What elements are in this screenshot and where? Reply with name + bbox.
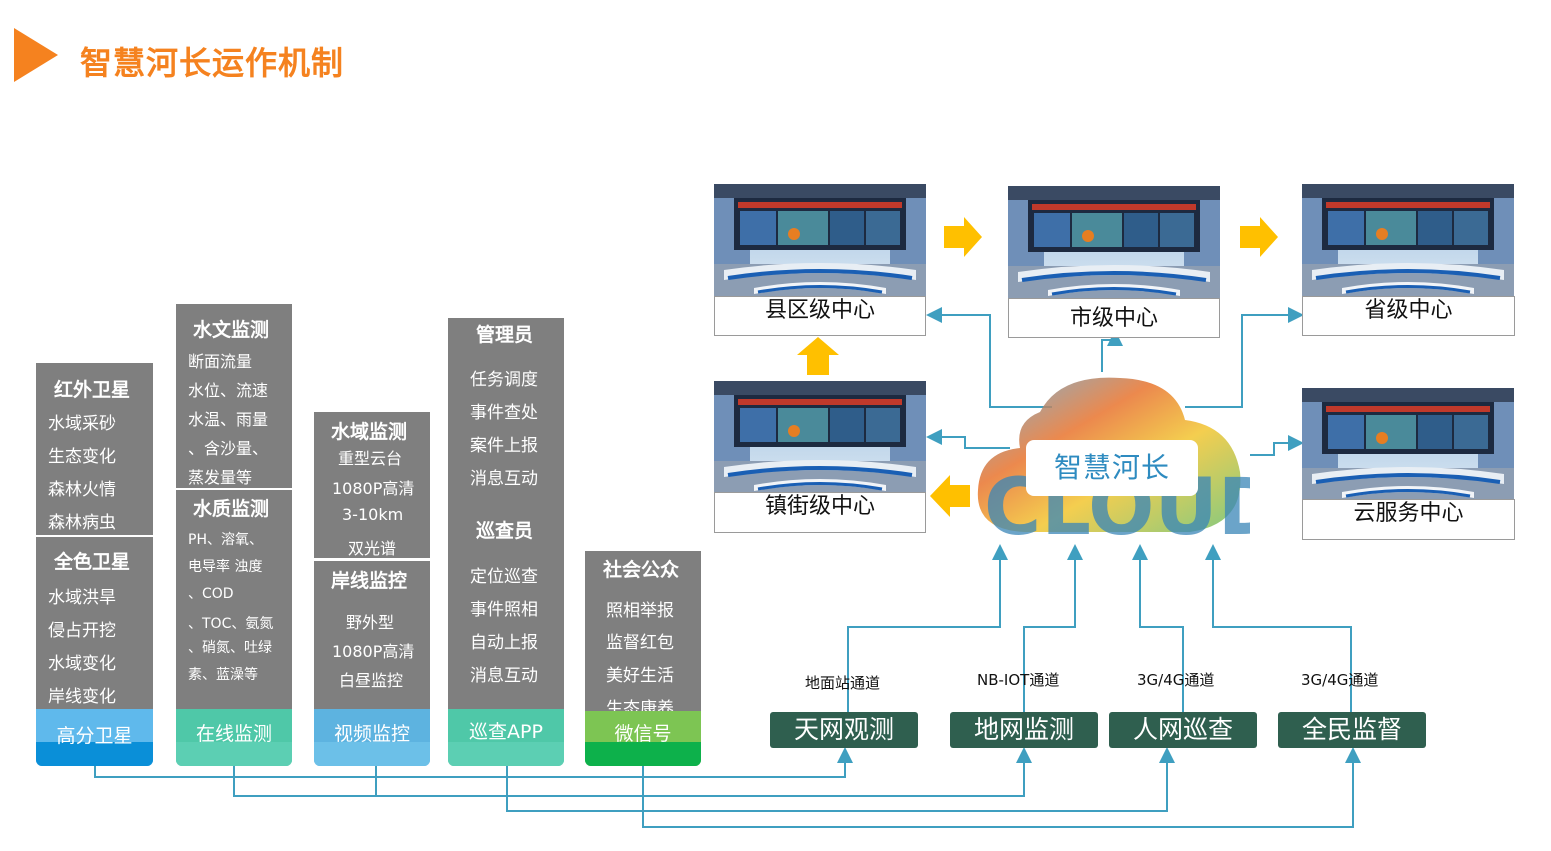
tab-label: 视频监控 — [333, 723, 410, 745]
column-item: 消息互动 — [470, 666, 538, 686]
ground-net-button[interactable]: 地网监测 — [950, 712, 1098, 748]
column-item: 任务调度 — [470, 370, 538, 390]
column-item: 自动上报 — [470, 633, 538, 653]
sky-net-button[interactable]: 天网观测 — [770, 712, 918, 748]
channel-label: 3G/4G通道 — [1301, 671, 1379, 689]
column-item: 生态变化 — [48, 447, 116, 467]
column-item: 野外型 — [346, 613, 395, 632]
tab-label: 高分卫星 — [56, 725, 133, 747]
hydrology-heading: 水文监测 — [193, 319, 270, 341]
column-item: 森林火情 — [48, 480, 116, 500]
column-item: 、TOC、氨氮 — [188, 616, 274, 632]
control-room-photo — [714, 184, 926, 296]
water-quality-heading: 水质监测 — [193, 498, 270, 520]
page-title: 智慧河长运作机制 — [80, 44, 345, 82]
column-item: PH、溶氧、 — [188, 532, 263, 548]
manager-heading: 管理员 — [476, 324, 534, 346]
column-item: 电导率 浊度 — [188, 559, 263, 575]
column-item: 3-10km — [342, 505, 404, 524]
panchromatic-satellite-heading: 全色卫星 — [54, 551, 131, 573]
tab-label: 巡查APP — [469, 721, 543, 743]
column-item: 岸线变化 — [48, 687, 116, 707]
video-surveillance-tab[interactable]: 视频监控 — [314, 709, 430, 766]
patroller-heading: 巡查员 — [476, 520, 534, 542]
arrow-right-icon — [1240, 217, 1278, 257]
column-item: 素、蓝澡等 — [188, 667, 258, 683]
column-item: 水域采砂 — [48, 414, 116, 434]
column-item: 监督红包 — [606, 633, 674, 653]
city-center[interactable]: 市级中心 — [1008, 298, 1220, 338]
public-heading: 社会公众 — [603, 559, 680, 581]
control-room-photo — [1302, 184, 1514, 296]
cloud-label: 智慧河长 — [1053, 451, 1170, 484]
patrol-app-panel: 管理员 任务调度 事件查处 案件上报 消息互动 巡查员 定位巡查 事件照相 自动… — [448, 318, 564, 709]
column-item: 、硝氮、吐绿 — [188, 640, 272, 656]
column-item: 蒸发量等 — [188, 468, 253, 487]
column-item: 美好生活 — [606, 666, 674, 686]
column-item: 水域洪旱 — [48, 588, 116, 608]
column-item: 断面流量 — [188, 352, 253, 371]
infrared-satellite-panel: 红外卫星 水域采砂 生态变化 森林火情 森林病虫 — [36, 363, 153, 535]
water-area-video-panel: 水域监测 重型云台 1080P高清 3-10km 双光谱 — [314, 412, 430, 558]
column-item: 案件上报 — [470, 436, 538, 456]
patrol-app-tab[interactable]: 巡查APP — [448, 709, 564, 766]
column-item: 1080P高清 — [332, 642, 415, 661]
wechat-tab[interactable]: 微信号 — [585, 711, 701, 766]
online-monitoring-tab[interactable]: 在线监测 — [176, 709, 292, 766]
infrared-satellite-heading: 红外卫星 — [54, 379, 131, 401]
water-quality-panel: 水质监测 PH、溶氧、 电导率 浊度 、COD 、TOC、氨氮 、硝氮、吐绿 素… — [176, 490, 292, 709]
column-item: 事件照相 — [470, 600, 538, 620]
column-item: 双光谱 — [348, 539, 397, 558]
column-item: 定位巡查 — [470, 567, 538, 587]
column-item: 事件查处 — [470, 403, 538, 423]
hydrology-panel: 水文监测 断面流量 水位、流速 水温、雨量 、含沙量、 蒸发量等 — [176, 304, 292, 488]
town-center[interactable]: 镇街级中心 — [714, 492, 926, 533]
column-item: 水域变化 — [48, 654, 116, 674]
public-panel: 社会公众 照相举报 监督红包 美好生活 生态康养 — [585, 551, 701, 719]
channel-label: NB-IOT通道 — [977, 671, 1060, 689]
control-room-photo — [1302, 388, 1514, 499]
column-item: 水温、雨量 — [188, 410, 269, 429]
tab-label: 微信号 — [614, 723, 672, 745]
shoreline-video-panel: 岸线监控 野外型 1080P高清 白昼监控 — [314, 561, 430, 709]
title-arrow-icon — [14, 28, 58, 82]
column-item: 白昼监控 — [339, 671, 404, 690]
control-room-photo — [714, 381, 926, 492]
arrow-left-icon — [930, 475, 970, 517]
cloud-graphic: CLOUD — [977, 377, 1250, 542]
human-patrol-button[interactable]: 人网巡查 — [1109, 712, 1257, 748]
tab-label: 在线监测 — [195, 723, 272, 745]
arrow-up-icon — [797, 337, 839, 375]
column-item: 侵占开挖 — [48, 621, 116, 641]
control-room-photo — [1008, 186, 1220, 298]
column-item: 、含沙量、 — [188, 439, 269, 458]
column-item: 水位、流速 — [188, 381, 269, 400]
county-center[interactable]: 县区级中心 — [714, 296, 926, 336]
high-res-satellite-tab[interactable]: 高分卫星 — [36, 709, 153, 766]
column-item: 消息互动 — [470, 469, 538, 489]
panchromatic-satellite-panel: 全色卫星 水域洪旱 侵占开挖 水域变化 岸线变化 — [36, 537, 153, 709]
channel-label: 地面站通道 — [805, 674, 881, 692]
shoreline-video-heading: 岸线监控 — [331, 570, 408, 592]
cloud-service-center[interactable]: 云服务中心 — [1302, 499, 1515, 540]
column-item: 重型云台 — [338, 449, 403, 468]
water-area-video-heading: 水域监测 — [331, 421, 408, 443]
column-item: 森林病虫 — [48, 513, 116, 533]
column-item: 1080P高清 — [332, 479, 415, 498]
arrow-right-icon — [944, 217, 982, 257]
province-center[interactable]: 省级中心 — [1302, 296, 1515, 336]
channel-label: 3G/4G通道 — [1137, 671, 1215, 689]
public-supervision-button[interactable]: 全民监督 — [1278, 712, 1426, 748]
column-item: 照相举报 — [606, 601, 674, 621]
column-item: 、COD — [188, 586, 234, 602]
